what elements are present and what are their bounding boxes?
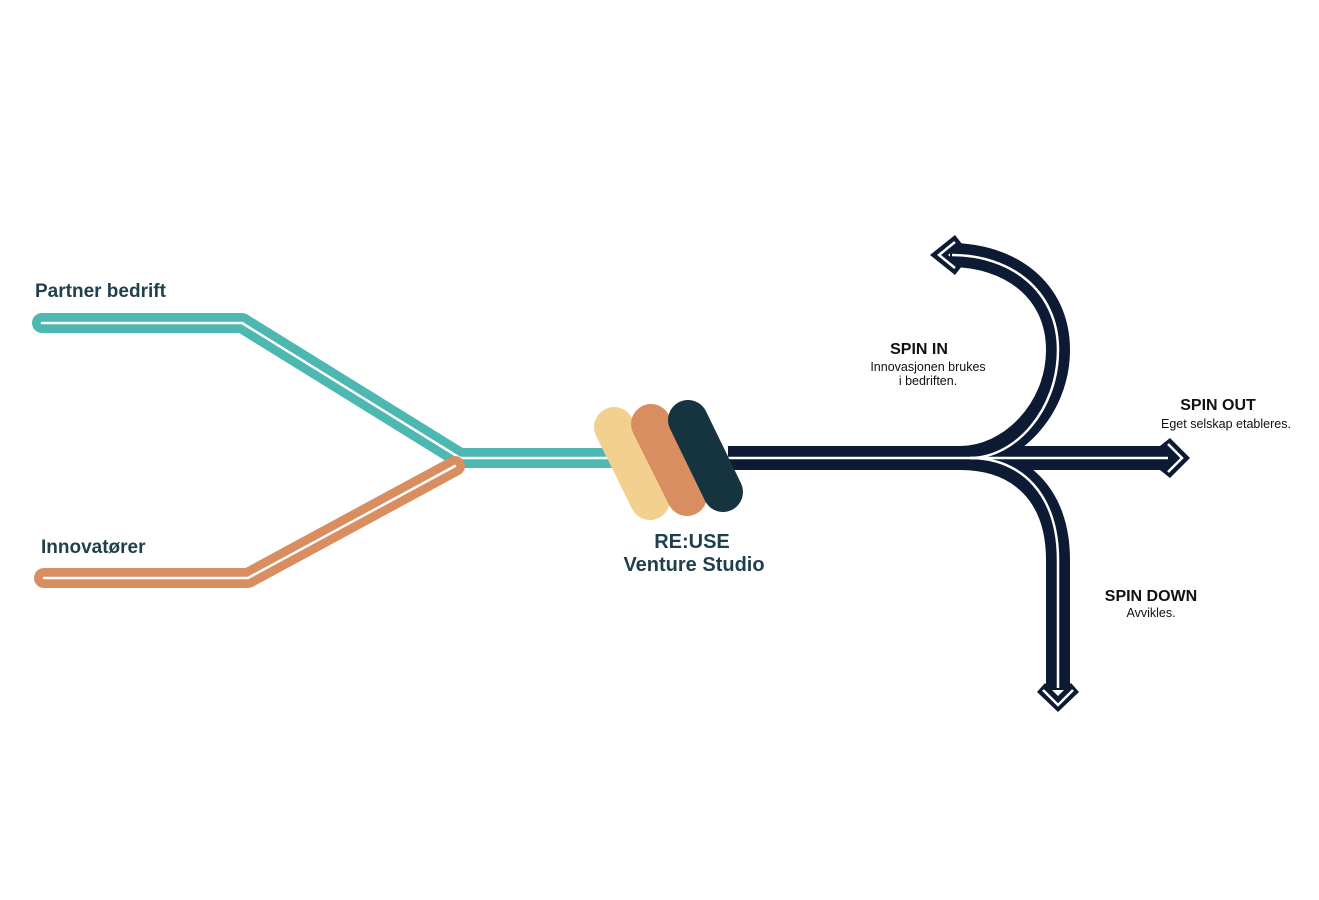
innovators-label: Innovatører: [41, 537, 146, 558]
spin-down-title: SPIN DOWN: [1105, 588, 1197, 605]
spin-in-desc-line1: Innovasjonen brukes: [870, 360, 985, 374]
studio-bar-dark: [668, 400, 743, 512]
studio-name-line2: Venture Studio: [623, 554, 764, 576]
spin-in-desc-line2: i bedriften.: [899, 374, 957, 388]
spin-out-desc: Eget selskap etableres.: [1161, 417, 1291, 431]
curved-arrow-up-left-icon: [930, 235, 962, 275]
partner-label: Partner bedrift: [35, 281, 167, 302]
studio-bars: [594, 400, 743, 520]
spin-out-title: SPIN OUT: [1180, 397, 1256, 414]
arrow-down-icon: [1037, 683, 1079, 712]
studio-bar-sand: [594, 407, 670, 520]
output-track: [728, 243, 1175, 690]
innovators-track: [34, 456, 465, 588]
spin-in-title: SPIN IN: [890, 341, 948, 358]
partner-track: [32, 313, 622, 468]
arrow-right-icon: [1160, 438, 1190, 478]
studio-bar-orange: [631, 404, 707, 516]
studio-name-line1: RE:USE: [654, 531, 730, 553]
spin-down-desc: Avvikles.: [1126, 606, 1175, 620]
